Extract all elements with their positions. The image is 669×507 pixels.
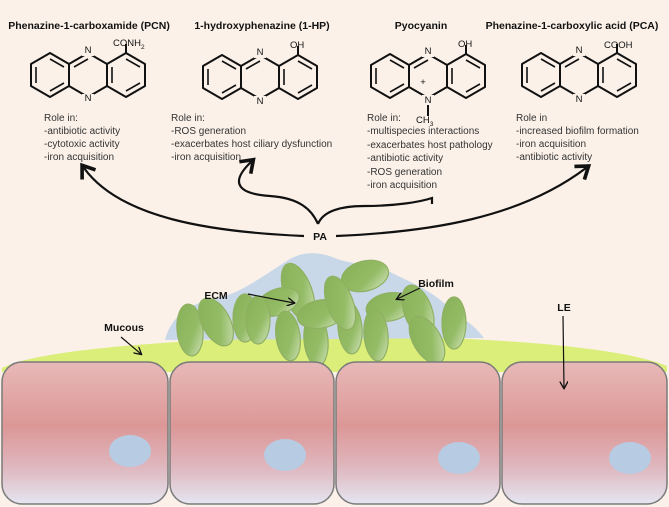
arrow-to-1hp	[237, 157, 320, 225]
role-item: -iron acquisition	[44, 152, 114, 163]
epithelial-cell	[1, 361, 169, 505]
ring-atom: N	[85, 45, 92, 56]
substituent-label: CONH2	[113, 38, 145, 51]
role-item: -multispecies interactions	[367, 126, 479, 137]
substituent-label: OH	[290, 40, 304, 51]
role-list: Role in: -ROS generation -exacerbates ho…	[171, 113, 332, 163]
pa-arrows: PA	[80, 157, 592, 243]
nucleus	[609, 442, 651, 474]
bacterium	[441, 296, 467, 350]
bacterium	[363, 308, 389, 362]
ecm-label: ECM	[204, 290, 228, 302]
brace-to-pyocyanin	[316, 196, 434, 225]
pcn-structure-icon	[30, 44, 146, 104]
substituent-label: COOH	[604, 40, 633, 51]
role-item: -exacerbates host pathology	[367, 140, 493, 151]
ring-atom: N	[257, 96, 264, 107]
annotations: ECM Biofilm Mucous LE	[104, 278, 571, 388]
role-item: -ROS generation	[171, 126, 246, 137]
nucleus	[109, 435, 151, 467]
compound-pcn: Phenazine-1-carboxamide (PCN) N N CONH2 …	[8, 20, 170, 163]
ring-atom: N	[576, 94, 583, 105]
bacterium	[275, 310, 301, 362]
pyocyanin-structure-icon	[370, 45, 486, 116]
role-item: -iron acquisition	[516, 139, 586, 150]
role-item: -antibiotic activity	[367, 153, 443, 164]
nucleus	[438, 442, 480, 474]
mucous-layer	[2, 336, 667, 372]
epithelial-cell	[169, 361, 335, 505]
ecm-arrow	[247, 293, 294, 303]
role-item: -ROS generation	[367, 167, 442, 178]
epithelial-cell	[335, 361, 501, 505]
role-heading: Role in	[516, 113, 547, 124]
arrow-to-pcn	[80, 162, 305, 238]
role-item: -exacerbates host ciliary dysfunction	[171, 139, 332, 150]
role-item: -increased biofilm formation	[516, 126, 639, 137]
ring-atom: N	[85, 93, 92, 104]
role-list: Role in -increased biofilm formation -ir…	[516, 113, 639, 163]
bacterium	[198, 297, 234, 347]
mucous-arrow	[120, 336, 141, 354]
ring-atom: N	[576, 45, 583, 56]
ring-atom: N	[257, 47, 264, 58]
role-list: Role in: -antibiotic activity -cytotoxic…	[44, 113, 120, 163]
substituent-label: OH	[458, 39, 472, 50]
bacterium	[176, 303, 204, 357]
ring-atom: N	[425, 46, 432, 57]
biofilm-arrow	[397, 287, 421, 299]
compound-title: Pyocyanin	[395, 20, 448, 32]
pa-label: PA	[313, 231, 327, 243]
role-item: -antibiotic activity	[44, 126, 120, 137]
bacterium	[323, 275, 357, 331]
ring-atom: N	[425, 95, 432, 106]
role-heading: Role in:	[171, 113, 205, 124]
nucleus	[264, 439, 306, 471]
biofilm-label: Biofilm	[418, 278, 454, 290]
compound-title: 1-hydroxyphenazine (1-HP)	[194, 20, 329, 32]
compound-title: Phenazine-1-carboxylic acid (PCA)	[486, 20, 659, 32]
methyl-label: CH3	[416, 115, 434, 128]
bacterium	[245, 295, 271, 345]
role-item: -iron acquisition	[171, 152, 241, 163]
pca-structure-icon	[521, 44, 637, 104]
positive-charge: +	[420, 77, 426, 88]
role-list: Role in: -multispecies interactions -exa…	[367, 113, 493, 191]
mucous-label: Mucous	[104, 322, 144, 334]
role-heading: Role in:	[44, 113, 78, 124]
compound-1hp: 1-hydroxyphenazine (1-HP) N N OH Role in…	[171, 20, 332, 163]
compound-pca: Phenazine-1-carboxylic acid (PCA) N N CO…	[486, 20, 659, 163]
role-item: -cytotoxic activity	[44, 139, 120, 150]
biofilm-bacteria	[176, 259, 467, 367]
arrow-to-pca	[335, 164, 592, 238]
le-arrow	[563, 315, 564, 388]
le-label: LE	[557, 302, 570, 314]
epithelial-cell	[501, 361, 668, 505]
compound-pyocyanin: Pyocyanin N N + OH CH3 Role in: -multisp…	[367, 20, 493, 191]
compound-title: Phenazine-1-carboxamide (PCN)	[8, 20, 170, 32]
role-item: -iron acquisition	[367, 180, 437, 191]
1hp-structure-icon	[202, 46, 318, 106]
role-item: -antibiotic activity	[516, 152, 592, 163]
lung-epithelium	[1, 361, 668, 505]
role-heading: Role in:	[367, 113, 401, 124]
